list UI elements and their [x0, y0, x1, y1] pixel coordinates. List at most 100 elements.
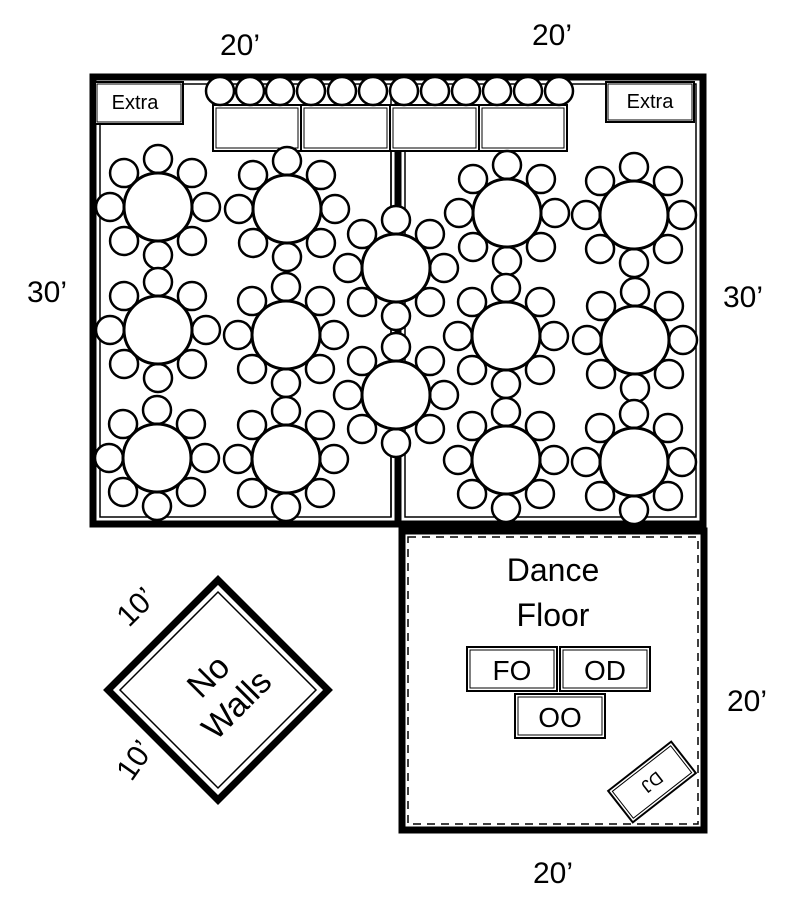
chair: [304, 477, 336, 509]
chair: [585, 358, 617, 390]
chair: [456, 286, 488, 318]
chair: [237, 159, 269, 191]
chair: [653, 358, 685, 390]
round-table: [470, 424, 542, 496]
chair: [108, 157, 140, 189]
round-tables: [93, 143, 699, 526]
dance-floor-label-line2: Floor: [517, 597, 590, 633]
chair: [94, 314, 126, 346]
chair: [450, 75, 482, 107]
round-table-group: [93, 394, 221, 522]
buffet-table: [300, 104, 391, 152]
chair: [524, 286, 556, 318]
chair: [585, 290, 617, 322]
chair: [271, 241, 303, 273]
chair: [271, 145, 303, 177]
dimension-tent-right-width: 20’: [532, 19, 572, 52]
chair: [222, 443, 254, 475]
chair: [264, 75, 296, 107]
round-table-group: [94, 143, 222, 271]
chair: [380, 427, 412, 459]
chair: [142, 362, 174, 394]
chair: [380, 204, 412, 236]
chair: [175, 408, 207, 440]
round-table-group: [332, 331, 460, 459]
chair: [414, 218, 446, 250]
chair: [525, 163, 557, 195]
chair: [584, 412, 616, 444]
chair: [107, 476, 139, 508]
chair: [667, 324, 699, 356]
top-chair-row: [204, 75, 575, 107]
chair: [304, 285, 336, 317]
dimension-tent-right-depth: 30’: [723, 281, 763, 314]
round-table: [598, 179, 670, 251]
round-table: [122, 171, 194, 243]
chair: [570, 446, 602, 478]
chair: [141, 490, 173, 522]
chair: [538, 444, 570, 476]
chair: [490, 492, 522, 524]
round-table: [122, 294, 194, 366]
chair: [326, 75, 358, 107]
chair: [443, 197, 475, 229]
chair: [190, 314, 222, 346]
extra-box-right: Extra: [605, 81, 695, 123]
round-table: [599, 304, 671, 376]
round-table: [471, 177, 543, 249]
chair: [318, 443, 350, 475]
round-table: [250, 299, 322, 371]
chair: [176, 348, 208, 380]
round-table: [470, 300, 542, 372]
chair: [619, 276, 651, 308]
chair: [490, 396, 522, 428]
chair: [357, 75, 389, 107]
chair: [457, 163, 489, 195]
extra-label-left: Extra: [112, 92, 160, 114]
chair: [234, 75, 266, 107]
chair: [584, 480, 616, 512]
round-table: [250, 423, 322, 495]
chair: [176, 157, 208, 189]
round-table-group: [442, 272, 570, 400]
buffet-table: [478, 104, 568, 152]
chair: [414, 345, 446, 377]
round-table-group: [223, 145, 351, 273]
chair: [652, 165, 684, 197]
buffet-table: [389, 104, 480, 152]
round-table-group: [94, 266, 222, 394]
chair: [388, 75, 420, 107]
round-table-group: [570, 151, 698, 279]
head-table-od: OD: [559, 646, 651, 692]
head-table-fo-label: FO: [493, 655, 532, 686]
extra-box-left: Extra: [94, 81, 184, 125]
chair: [652, 233, 684, 265]
head-table-oo: OO: [514, 693, 606, 739]
chair: [107, 408, 139, 440]
round-table: [121, 422, 193, 494]
dimension-dance-width: 20’: [533, 857, 573, 890]
chair: [653, 290, 685, 322]
chair: [319, 193, 351, 225]
dimension-tent-left-width: 20’: [220, 29, 260, 62]
chair: [666, 446, 698, 478]
round-table-group: [571, 276, 699, 404]
chair: [346, 218, 378, 250]
chair: [618, 398, 650, 430]
chair: [270, 395, 302, 427]
chair: [305, 227, 337, 259]
chair: [93, 442, 125, 474]
chair: [332, 252, 364, 284]
chair: [491, 149, 523, 181]
chair: [538, 320, 570, 352]
chair: [332, 379, 364, 411]
chair: [236, 285, 268, 317]
chair: [456, 478, 488, 510]
chair: [414, 286, 446, 318]
chair: [190, 191, 222, 223]
dance-floor-label-line1: Dance: [507, 552, 600, 588]
chair: [570, 199, 602, 231]
chair: [236, 409, 268, 441]
chair: [524, 478, 556, 510]
chair: [442, 444, 474, 476]
